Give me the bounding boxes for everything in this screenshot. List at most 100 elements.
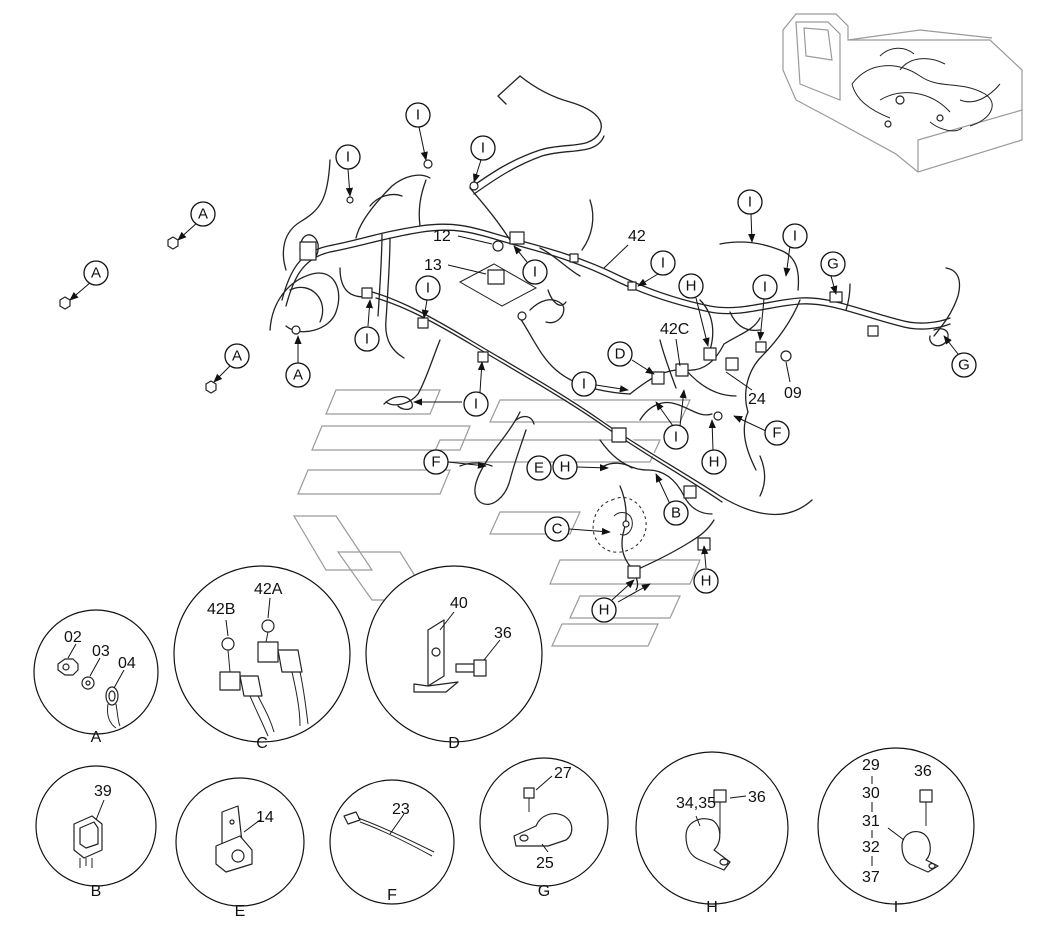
- callout-label: I: [582, 376, 586, 393]
- callout-label: I: [661, 255, 665, 272]
- detail-caption: I: [894, 899, 898, 916]
- callout-bubble: E: [526, 455, 552, 481]
- detail-caption: D: [448, 735, 460, 752]
- callout-bubble: C: [544, 497, 647, 553]
- detail-g: 27 25 G: [479, 757, 609, 900]
- detail-part-label: 23: [392, 801, 410, 818]
- callout-bubble: H: [693, 545, 719, 594]
- callout-label: F: [431, 454, 440, 471]
- callout-label: I: [481, 140, 485, 157]
- detail-caption: F: [387, 887, 397, 904]
- detail-h: 34,35 36 H: [635, 751, 789, 916]
- detail-a: 02 03 04 A: [33, 609, 159, 746]
- callout-bubble: I: [415, 275, 441, 319]
- callout-label: D: [615, 346, 626, 363]
- callout-bubble: I: [737, 189, 763, 243]
- callout-bubble: I: [470, 135, 496, 183]
- part-number-label: 12: [433, 228, 451, 245]
- part-number-label: 24: [748, 391, 766, 408]
- detail-caption: G: [538, 883, 550, 900]
- callout-bubble: D: [607, 341, 655, 375]
- detail-part-label: 42A: [254, 581, 283, 598]
- detail-f: 23 F: [329, 779, 455, 905]
- detail-part-label: 42B: [207, 601, 235, 618]
- callout-label: C: [552, 521, 563, 538]
- callout-bubble: I: [571, 371, 629, 397]
- callout-label: H: [599, 602, 610, 619]
- callout-bubble: G: [943, 335, 977, 378]
- part-labels: 12 13 42 42C 09 24: [424, 228, 802, 408]
- detail-part-label: 29: [862, 757, 880, 774]
- callout-label: I: [793, 228, 797, 245]
- machine-inset: [782, 13, 1023, 173]
- detail-caption: A: [91, 729, 102, 746]
- callout-label: G: [958, 357, 970, 374]
- callout-bubble: I: [405, 102, 431, 161]
- callout-label: I: [416, 107, 420, 124]
- callout-bubble: I: [782, 223, 808, 277]
- callout-bubble: H: [591, 579, 651, 623]
- callout-label: B: [671, 505, 681, 522]
- callout-bubble: A: [213, 343, 250, 383]
- part-number-label: 13: [424, 257, 442, 274]
- callout-bubble: I: [752, 274, 778, 341]
- detail-i: 29 30 31 32 37 36 I: [817, 747, 975, 916]
- detail-part-label: 40: [450, 595, 468, 612]
- detail-b: 39 B: [35, 765, 157, 900]
- detail-part-label: 37: [862, 869, 880, 886]
- callout-bubble: A: [177, 201, 216, 241]
- callout-label: E: [534, 460, 544, 477]
- detail-part-label: 04: [118, 655, 136, 672]
- detail-part-label: 27: [554, 765, 572, 782]
- detail-caption: H: [706, 899, 718, 916]
- callout-label: I: [346, 149, 350, 166]
- callout-bubble: A: [69, 260, 109, 301]
- wiring-harness: [59, 75, 961, 591]
- callout-label: H: [560, 459, 571, 476]
- callout-bubble: F: [423, 449, 487, 475]
- detail-d: 40 36 D: [365, 565, 543, 752]
- callout-label: I: [763, 279, 767, 296]
- detail-caption: B: [91, 883, 102, 900]
- callout-label: A: [232, 348, 242, 365]
- detail-caption: E: [235, 903, 246, 920]
- callout-label: I: [426, 280, 430, 297]
- callout-bubble: H: [678, 273, 710, 347]
- callout-bubble: H: [552, 454, 609, 480]
- detail-part-label: 14: [256, 809, 274, 826]
- callout-label: G: [827, 256, 839, 273]
- callout-label: I: [533, 264, 537, 281]
- part-number-label: 09: [784, 385, 802, 402]
- callout-label: F: [772, 425, 781, 442]
- callout-bubble: I: [354, 299, 380, 352]
- callout-bubble: I: [513, 245, 548, 285]
- callout-bubble: B: [655, 473, 689, 526]
- callout-label: I: [748, 194, 752, 211]
- callout-bubble: I: [637, 250, 676, 287]
- callout-label: I: [365, 331, 369, 348]
- detail-part-label: 36: [748, 789, 766, 806]
- callout-label: H: [686, 278, 697, 295]
- detail-part-label: 39: [94, 783, 112, 800]
- part-number-label: 42: [628, 228, 646, 245]
- callout-label: I: [474, 396, 478, 413]
- callout-bubble: H: [701, 419, 727, 475]
- callout-label: H: [701, 573, 712, 590]
- detail-part-label: 25: [536, 855, 554, 872]
- callout-bubble: F: [733, 415, 790, 446]
- detail-e: 14 E: [175, 777, 305, 920]
- detail-part-label: 30: [862, 785, 880, 802]
- callout-label: A: [293, 367, 303, 384]
- detail-part-label: 03: [92, 643, 110, 660]
- part-number-label: 42C: [660, 321, 689, 338]
- detail-caption: C: [256, 735, 268, 752]
- callout-label: I: [674, 429, 678, 446]
- callout-bubble: I: [335, 144, 361, 197]
- detail-part-label: 02: [64, 629, 82, 646]
- callout-bubble: I: [655, 389, 689, 450]
- callouts: A A A A I I I: [69, 102, 977, 623]
- detail-part-label: 34,35: [676, 795, 716, 812]
- detail-part-label: 36: [494, 625, 512, 642]
- callout-bubble: A: [285, 335, 311, 388]
- detail-part-label: 36: [914, 763, 932, 780]
